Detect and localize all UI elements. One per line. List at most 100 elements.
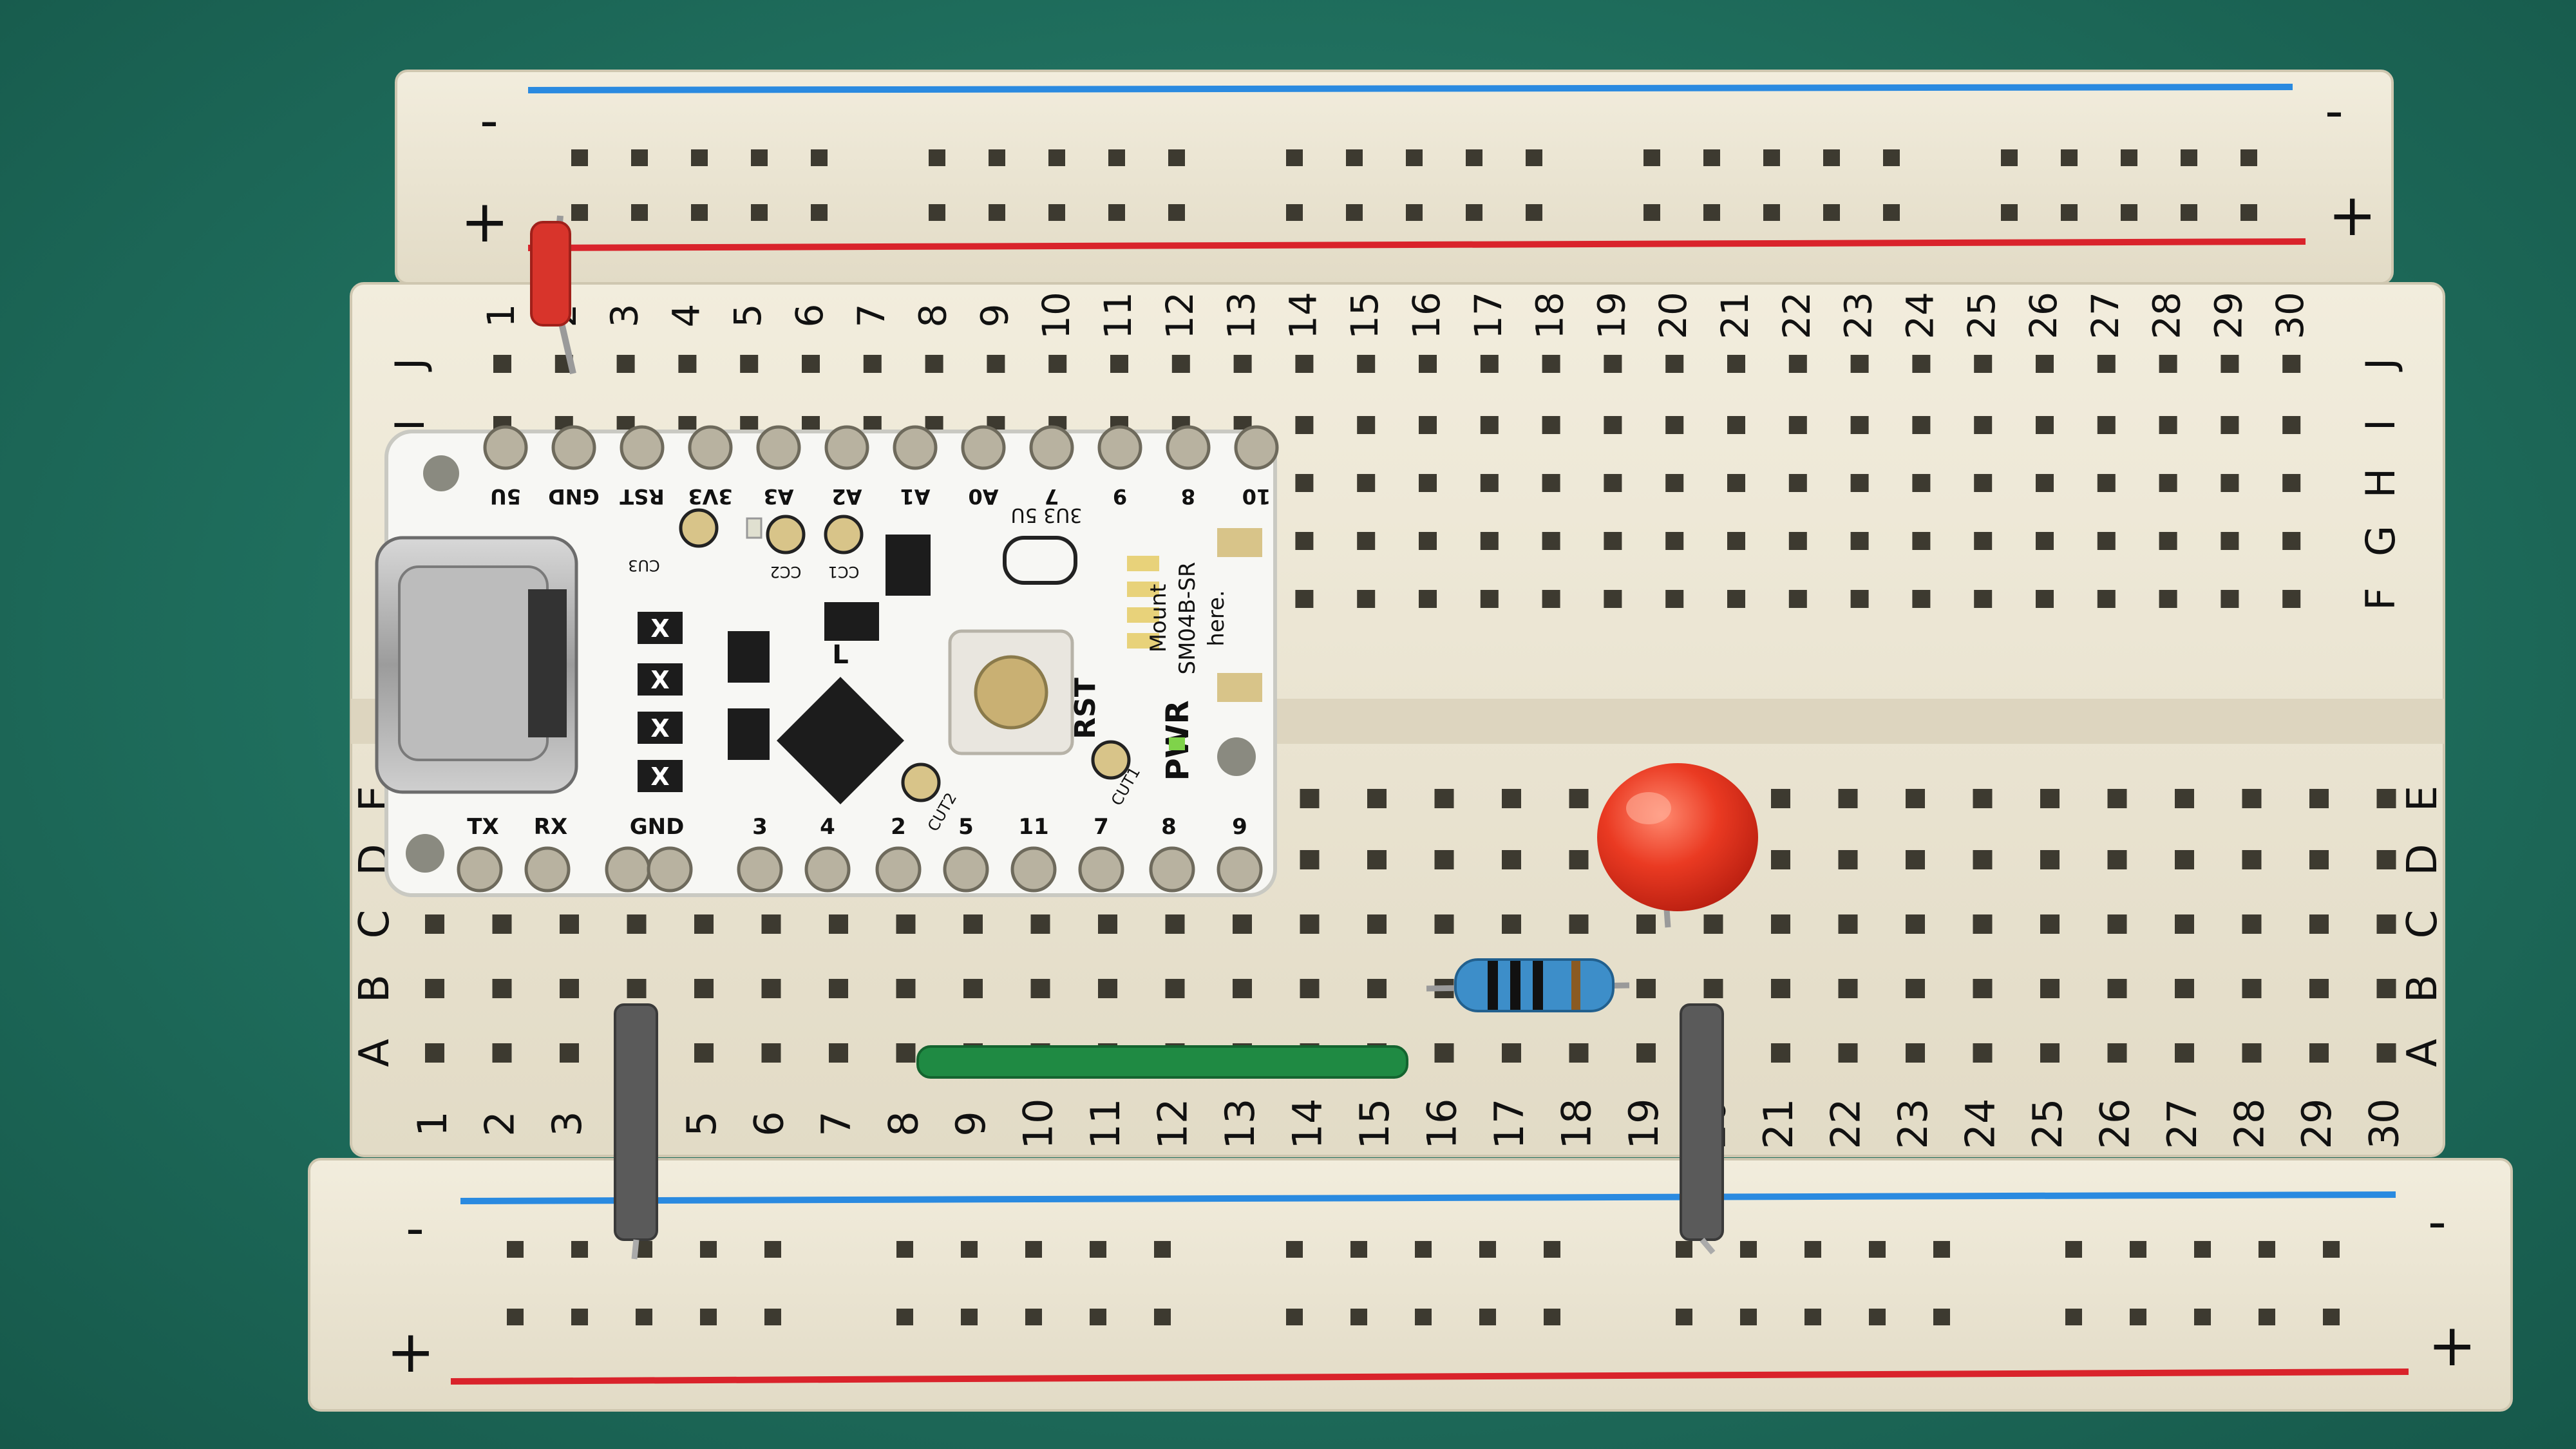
rail-hole xyxy=(1763,204,1780,221)
hole xyxy=(963,914,983,934)
header-pin xyxy=(875,846,922,893)
header-pin xyxy=(943,846,989,893)
row-letter: J xyxy=(2357,358,2404,372)
hole xyxy=(2036,532,2054,550)
top-power-rail: - - + + xyxy=(395,70,2394,285)
header-pin xyxy=(756,425,801,470)
rail-hole xyxy=(1154,1309,1171,1325)
column-number: 5 xyxy=(726,304,770,328)
rail-hole xyxy=(751,149,768,166)
x-pad-label: X xyxy=(650,614,669,643)
rail-minus-label: - xyxy=(480,91,498,151)
reset-button[interactable] xyxy=(948,629,1074,755)
column-number: 17 xyxy=(1486,1099,1533,1150)
silk-cc2: CC2 xyxy=(770,563,802,581)
hole xyxy=(1165,914,1185,934)
hole xyxy=(2097,590,2116,608)
column-number: 16 xyxy=(1405,292,1448,339)
hole xyxy=(1771,914,1790,934)
hole xyxy=(2175,1043,2194,1063)
rail-hole xyxy=(1676,1309,1692,1325)
hole xyxy=(1912,355,1931,373)
rail-hole xyxy=(2240,149,2257,166)
rail-hole xyxy=(1883,204,1900,221)
column-number: 21 xyxy=(1755,1099,1802,1150)
column-number: 15 xyxy=(1351,1099,1398,1150)
hole xyxy=(2040,979,2060,998)
green-jumper-wire xyxy=(916,1045,1408,1079)
hole xyxy=(2040,914,2060,934)
hole xyxy=(694,1043,714,1063)
header-pin xyxy=(804,846,851,893)
rail-plus-line xyxy=(527,238,2306,251)
rail-hole xyxy=(2194,1309,2211,1325)
pin-label: 2 xyxy=(891,814,906,840)
rail-hole xyxy=(1466,204,1482,221)
hole xyxy=(2376,850,2396,869)
hole xyxy=(2097,474,2116,492)
hole xyxy=(1912,590,1931,608)
rail-hole xyxy=(1466,149,1482,166)
header-pin xyxy=(1029,425,1074,470)
rail-hole xyxy=(1108,204,1125,221)
rail-hole xyxy=(2061,149,2078,166)
column-number: 12 xyxy=(1150,1099,1197,1150)
rail-hole xyxy=(1168,204,1185,221)
hole xyxy=(1727,355,1745,373)
column-number: 1 xyxy=(409,1111,456,1136)
rail-hole xyxy=(1479,1309,1496,1325)
hole xyxy=(1480,532,1499,550)
row-letter: I xyxy=(2357,419,2404,431)
hole xyxy=(1788,355,1807,373)
hole xyxy=(1665,416,1684,434)
column-number: 26 xyxy=(2092,1099,2139,1150)
hole xyxy=(1850,532,1869,550)
rail-hole xyxy=(1168,149,1185,166)
row-letter: A xyxy=(351,1039,399,1067)
hole xyxy=(1542,416,1560,434)
hole xyxy=(2175,979,2194,998)
pin-label: A0 xyxy=(968,484,998,509)
rail-hole xyxy=(1933,1309,1950,1325)
top-column-numbers: 1234567891011121314151617181920212223242… xyxy=(479,292,2312,339)
hole xyxy=(1788,590,1807,608)
solder-pad xyxy=(824,515,864,554)
hole xyxy=(1542,474,1560,492)
rail-hole xyxy=(631,204,648,221)
rail-minus-label-right: - xyxy=(2325,81,2344,141)
column-number: 14 xyxy=(1281,292,1325,339)
hole xyxy=(1771,850,1790,869)
hole xyxy=(2221,416,2239,434)
x-pad-label: X xyxy=(650,666,669,694)
hole xyxy=(1838,1043,1858,1063)
hole xyxy=(1912,532,1931,550)
pin-label: 8 xyxy=(1161,814,1177,840)
column-number: 2 xyxy=(477,1111,524,1136)
hole xyxy=(1665,355,1684,373)
header-pin xyxy=(620,425,665,470)
rail-hole xyxy=(896,1309,913,1325)
rail-plus-label: + xyxy=(460,188,509,256)
resistor xyxy=(1426,958,1630,1012)
rail-hole xyxy=(2001,149,2018,166)
hole xyxy=(2309,1043,2329,1063)
hole xyxy=(1233,355,1252,373)
hole xyxy=(1300,979,1320,998)
rail-hole xyxy=(989,149,1005,166)
user-led xyxy=(746,517,762,539)
hole xyxy=(2159,474,2177,492)
rail-hole xyxy=(1479,1241,1496,1258)
hole xyxy=(694,914,714,934)
hole xyxy=(2242,1043,2262,1063)
hole xyxy=(1419,532,1437,550)
rail-hole xyxy=(1740,1309,1757,1325)
header-pin xyxy=(961,425,1006,470)
rail-hole xyxy=(2130,1309,2146,1325)
connector-pads xyxy=(1127,556,1159,649)
rail-hole xyxy=(764,1309,781,1325)
hole xyxy=(678,355,697,373)
column-number: 22 xyxy=(1775,292,1819,339)
hole xyxy=(1636,979,1656,998)
hole xyxy=(1165,979,1185,998)
hole xyxy=(1850,590,1869,608)
